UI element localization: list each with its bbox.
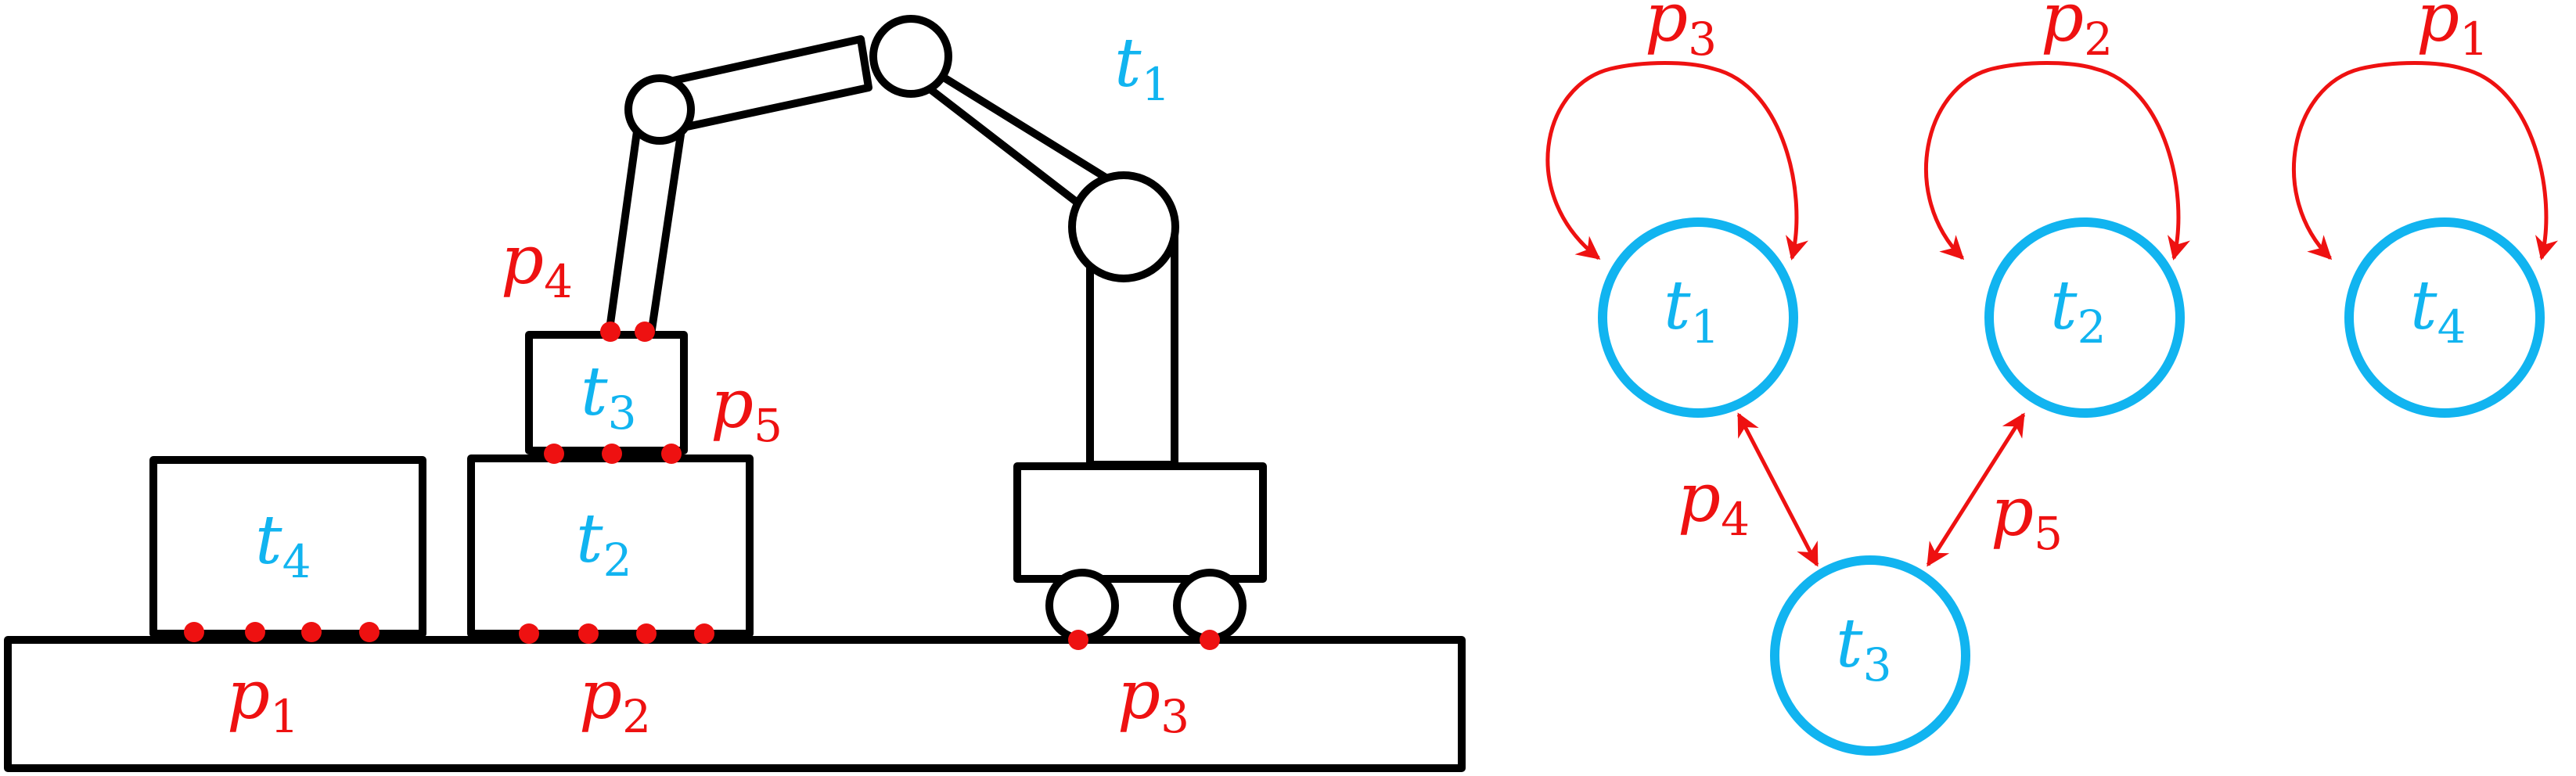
box-t4 bbox=[149, 456, 426, 638]
joint-wrist bbox=[624, 74, 695, 145]
node-label-t1: t1 bbox=[1664, 267, 1719, 354]
contact-points-p1 bbox=[184, 622, 380, 642]
edge-label-p5: p5 bbox=[1991, 473, 2063, 560]
edge-self-loop-t2 bbox=[1924, 61, 2191, 260]
contact-points-p2 bbox=[519, 623, 714, 644]
scene-label-t4: t4 bbox=[255, 501, 311, 588]
arm-gripper-link bbox=[605, 128, 685, 339]
edge-label-p4: p4 bbox=[1678, 459, 1750, 546]
scene-label-p2: p2 bbox=[579, 656, 651, 743]
contact-points-p3 bbox=[1068, 630, 1220, 650]
scene: t1 t2 t3 t4 p1 p2 p3 p4 p5 bbox=[4, 15, 1466, 772]
joint-elbow bbox=[1068, 171, 1179, 282]
scene-label-t2: t2 bbox=[576, 500, 631, 587]
scene-label-p1: p1 bbox=[227, 656, 299, 743]
edge-t1-t3 bbox=[1736, 412, 1819, 567]
scene-label-t3: t3 bbox=[581, 353, 636, 440]
contact-points-p4 bbox=[600, 322, 655, 342]
wheel-left bbox=[1045, 569, 1119, 642]
edge-label-p1: p1 bbox=[2416, 0, 2488, 66]
scene-label-p3: p3 bbox=[1117, 656, 1189, 743]
node-t4 bbox=[2344, 217, 2545, 418]
robot-arm bbox=[605, 15, 1267, 642]
joint-shoulder bbox=[869, 15, 952, 98]
contact-points-p5 bbox=[544, 444, 682, 464]
contact-graph: t1 t2 t3 t4 p3 p2 p1 p4 p5 bbox=[1545, 0, 2559, 756]
node-t3 bbox=[1770, 555, 1970, 756]
edge-label-p3: p3 bbox=[1645, 0, 1717, 66]
edge-self-loop-t4 bbox=[2292, 61, 2559, 260]
scene-label-p4: p4 bbox=[501, 221, 573, 308]
node-t1 bbox=[1598, 217, 1798, 418]
robot-base bbox=[1013, 462, 1267, 583]
edge-label-p2: p2 bbox=[2041, 0, 2113, 66]
scene-label-t1: t1 bbox=[1114, 24, 1170, 111]
edge-self-loop-t1 bbox=[1545, 61, 1809, 260]
node-label-t2: t2 bbox=[2050, 267, 2106, 354]
table-slab bbox=[4, 636, 1466, 772]
scene-label-p5: p5 bbox=[711, 365, 783, 452]
node-label-t4: t4 bbox=[2410, 267, 2466, 354]
edge-t2-t3 bbox=[1926, 412, 2026, 567]
node-label-t3: t3 bbox=[1836, 605, 1891, 692]
wheel-right bbox=[1173, 569, 1247, 642]
node-t2 bbox=[1984, 217, 2185, 418]
